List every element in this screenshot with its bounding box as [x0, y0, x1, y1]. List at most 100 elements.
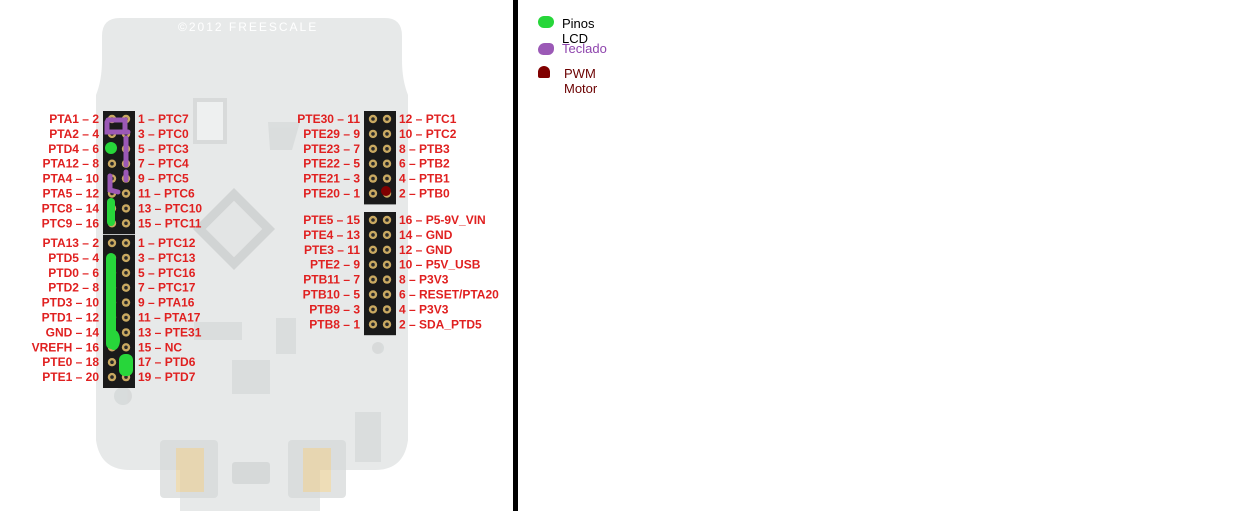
- green-blob-icon: [538, 16, 554, 28]
- pin-hole: [124, 271, 128, 275]
- board-diagram: ©2012 FREESCALE PTA1 – 21 – PTC7PTA2 – 4…: [0, 0, 513, 511]
- pin-hole: [124, 241, 128, 245]
- pin-hole: [124, 301, 128, 305]
- pin-hole: [385, 248, 389, 252]
- pin-label-left: PTD0 – 6: [48, 266, 99, 280]
- pin-hole: [371, 308, 375, 312]
- pin-label-left: PTE5 – 15: [303, 213, 360, 227]
- pin-label-left: PTD4 – 6: [48, 142, 99, 156]
- pin-label-right: 9 – PTC5: [138, 172, 189, 186]
- pin-label-left: PTA2 – 4: [49, 127, 99, 141]
- pin-hole: [385, 177, 389, 181]
- pin-label-right: 11 – PTC6: [138, 187, 195, 201]
- pin-hole: [385, 132, 389, 136]
- pin-hole: [124, 331, 128, 335]
- pin-label-right: 10 – P5V_USB: [399, 258, 481, 272]
- pin-label-left: PTD2 – 8: [48, 281, 99, 295]
- pin-hole: [371, 248, 375, 252]
- pin-label-right: 3 – PTC0: [138, 127, 189, 141]
- pin-hole: [371, 177, 375, 181]
- pin-label-right: 3 – PTC13: [138, 251, 196, 265]
- pin-hole: [385, 308, 389, 312]
- pin-hole: [110, 375, 114, 379]
- pin-label-right: 4 – P3V3: [399, 302, 449, 316]
- pin-label-left: PTE1 – 20: [42, 370, 99, 384]
- pin-hole: [371, 278, 375, 282]
- pin-label-left: PTB11 – 7: [303, 273, 360, 287]
- pin-label-left: PTE23 – 7: [303, 142, 360, 156]
- pwm-marker: [381, 186, 391, 196]
- pin-label-left: PTA4 – 10: [43, 172, 100, 186]
- vertical-divider: [513, 0, 518, 511]
- pin-label-left: PTA12 – 8: [43, 157, 100, 171]
- pin-label-right: 1 – PTC7: [138, 112, 189, 126]
- pin-label-right: 12 – PTC1: [399, 112, 457, 126]
- header-body: [364, 111, 396, 204]
- pin-hole: [124, 286, 128, 290]
- pin-label-left: PTD1 – 12: [42, 311, 100, 325]
- pin-label-right: 16 – P5-9V_VIN: [399, 213, 486, 227]
- lcd-marker: [108, 330, 120, 350]
- pin-label-right: 7 – PTC4: [138, 157, 189, 171]
- pin-hole: [371, 117, 375, 121]
- pin-label-right: 2 – SDA_PTD5: [399, 317, 482, 331]
- pin-hole: [124, 192, 128, 196]
- pin-hole: [124, 316, 128, 320]
- pin-label-right: 13 – PTE31: [138, 325, 202, 339]
- pin-hole: [124, 222, 128, 226]
- pin-label-right: 14 – GND: [399, 228, 453, 242]
- pin-hole: [385, 323, 389, 327]
- pin-label-right: 15 – PTC11: [138, 216, 202, 230]
- pin-hole: [110, 360, 114, 364]
- pin-label-left: GND – 14: [46, 325, 100, 339]
- pin-label-right: 4 – PTB1: [399, 172, 450, 186]
- pin-hole: [371, 192, 375, 196]
- lcd-marker: [107, 198, 115, 226]
- pin-hole: [385, 162, 389, 166]
- pin-hole: [385, 278, 389, 282]
- pin-label-right: 6 – RESET/PTA20: [399, 288, 499, 302]
- header-j1: PTA1 – 21 – PTC7PTA2 – 43 – PTC0PTD4 – 6…: [42, 111, 203, 234]
- pin-label-right: 13 – PTC10: [138, 201, 202, 215]
- pin-hole: [385, 117, 389, 121]
- board-title: ©2012 FREESCALE: [178, 20, 318, 34]
- pin-label-left: PTC9 – 16: [42, 216, 100, 230]
- pin-label-left: PTE4 – 13: [303, 228, 360, 242]
- pin-hole: [371, 323, 375, 327]
- pin-hole: [371, 132, 375, 136]
- pin-label-right: 5 – PTC3: [138, 142, 189, 156]
- pin-label-left: PTB9 – 3: [309, 302, 360, 316]
- pin-label-left: PTE20 – 1: [303, 187, 360, 201]
- header-j10: PTE5 – 15 16 – P5-9V_VIN PTE4 – 13 14 – GND…: [303, 212, 500, 335]
- pwm-markers: [381, 186, 391, 196]
- pin-hole: [385, 263, 389, 267]
- pin-label-left: PTE2 – 9: [310, 258, 360, 272]
- pin-label-left: PTD3 – 10: [42, 296, 100, 310]
- pin-hole: [371, 293, 375, 297]
- pin-label-left: PTE21 – 3: [303, 172, 360, 186]
- pin-label-left: PTD5 – 4: [48, 251, 99, 265]
- pin-label-right: 2 – PTB0: [399, 187, 450, 201]
- header-body: [364, 212, 396, 335]
- pin-label-right: 9 – PTA16: [138, 296, 195, 310]
- pin-label-right: 8 – PTB3: [399, 142, 450, 156]
- pin-hole: [371, 233, 375, 237]
- legend-label: Teclado: [562, 41, 607, 56]
- pin-label-right: 1 – PTC12: [138, 236, 196, 250]
- pin-hole: [124, 207, 128, 211]
- pin-label-left: PTA13 – 2: [43, 236, 100, 250]
- lcd-marker: [105, 142, 117, 154]
- header-j2: PTA13 – 2 1 – PTC12PTD5 – 4 3 – PTC13PTD0 …: [32, 235, 202, 388]
- header-j9: PTE30 – 1112 – PTC1PTE29 – 910 – PTC2PTE…: [297, 111, 456, 204]
- pin-label-left: PTA5 – 12: [43, 187, 100, 201]
- dark-red-blob-icon: [538, 66, 550, 78]
- pin-hole: [371, 162, 375, 166]
- pin-label-right: 11 – PTA17: [138, 311, 201, 325]
- pin-label-left: PTE0 – 18: [42, 355, 99, 369]
- pin-label-right: 6 – PTB2: [399, 157, 450, 171]
- pin-hole: [110, 241, 114, 245]
- pin-label-left: PTB8 – 1: [309, 317, 360, 331]
- pin-hole: [124, 256, 128, 260]
- pin-hole: [385, 218, 389, 222]
- pin-hole: [124, 346, 128, 350]
